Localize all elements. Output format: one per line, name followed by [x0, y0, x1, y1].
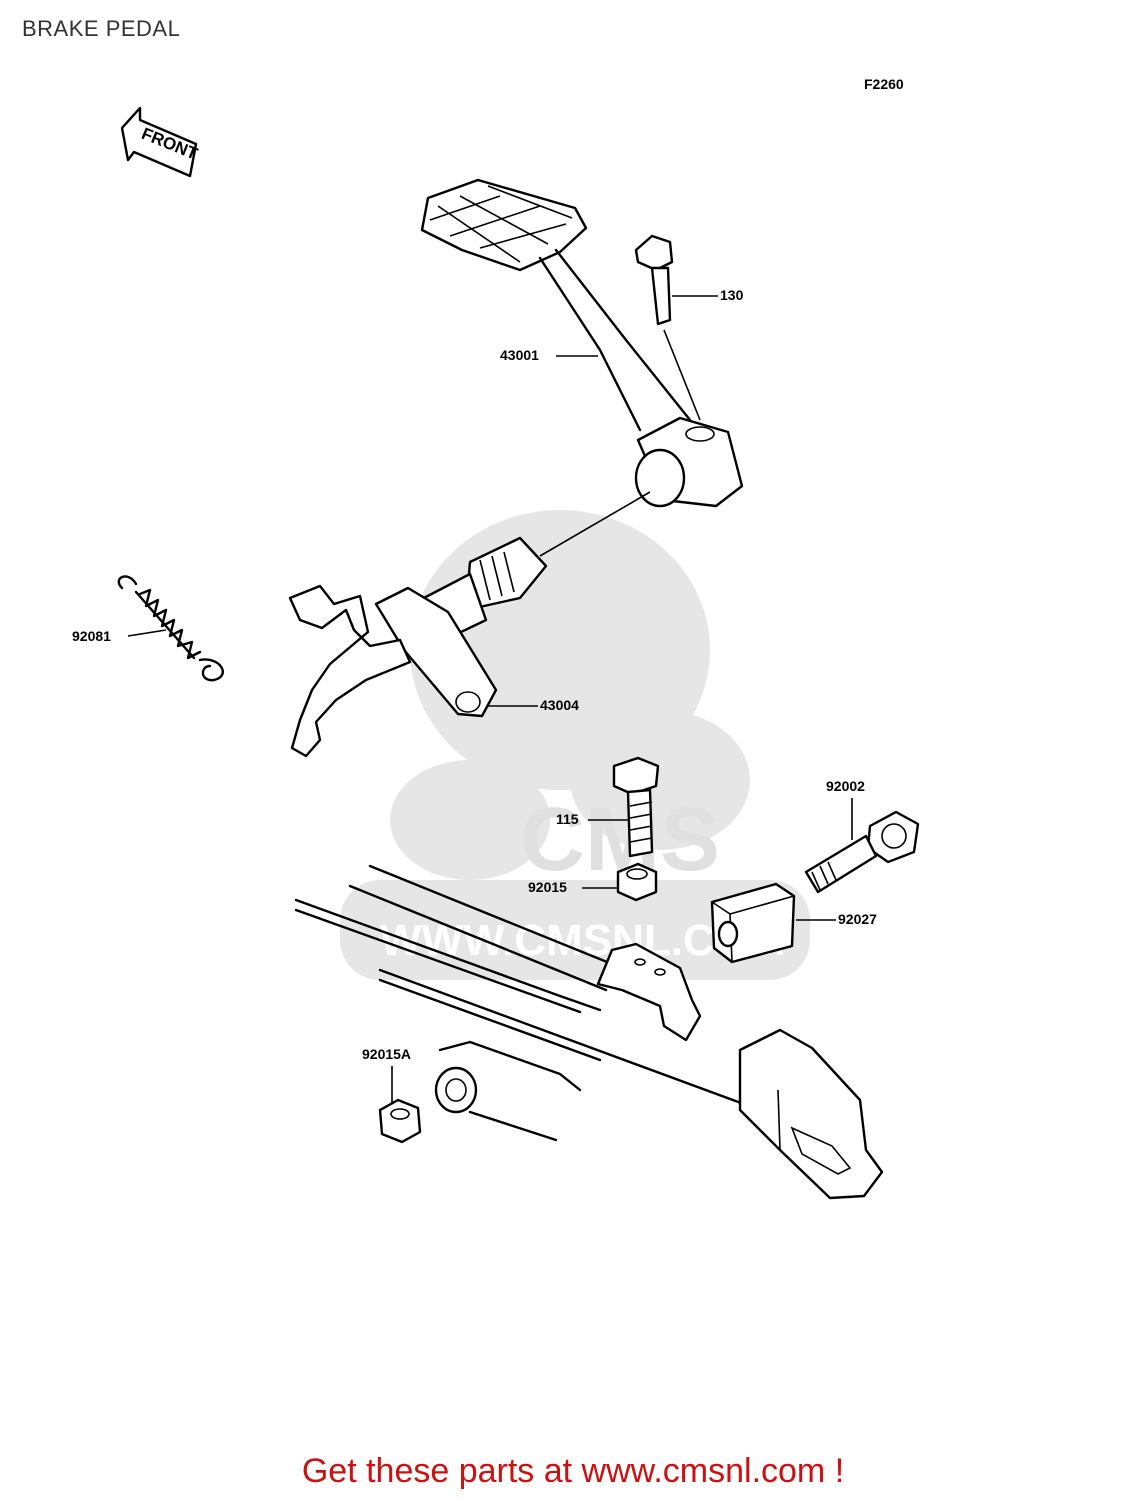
callout-92081: 92081: [72, 628, 111, 644]
collar-92027: [710, 882, 796, 964]
nut-92015A: [378, 1098, 422, 1144]
brake-shaft-bracket: [288, 491, 651, 758]
bolt-115: [612, 756, 660, 858]
leader-lines: [127, 295, 853, 1104]
callout-92002: 92002: [826, 778, 865, 794]
bolt-130: [634, 234, 701, 421]
callout-43004: 43004: [540, 697, 579, 713]
callout-92015A: 92015A: [362, 1046, 412, 1062]
swingarm-frame: [294, 864, 884, 1200]
return-spring: [117, 575, 224, 682]
brake-torque-link: [434, 1040, 582, 1142]
bolt-92002: [804, 810, 920, 894]
callout-43001: 43001: [500, 347, 539, 363]
callout-115: 115: [556, 811, 579, 827]
callout-130: 130: [720, 287, 744, 303]
front-arrow-icon: FRONT: [120, 106, 201, 178]
callout-92015: 92015: [528, 879, 567, 895]
parts-diagram: CMS WWW.CMSNL.COM FRONT: [117, 106, 920, 1200]
footer-promo-link[interactable]: Get these parts at www.cmsnl.com !: [301, 1452, 845, 1490]
nut-92015: [616, 862, 658, 902]
callout-92027: 92027: [838, 911, 877, 927]
brake-pedal-arm: [420, 178, 744, 508]
page-title: BRAKE PEDAL: [22, 16, 181, 41]
figure-code: F2260: [864, 76, 904, 92]
